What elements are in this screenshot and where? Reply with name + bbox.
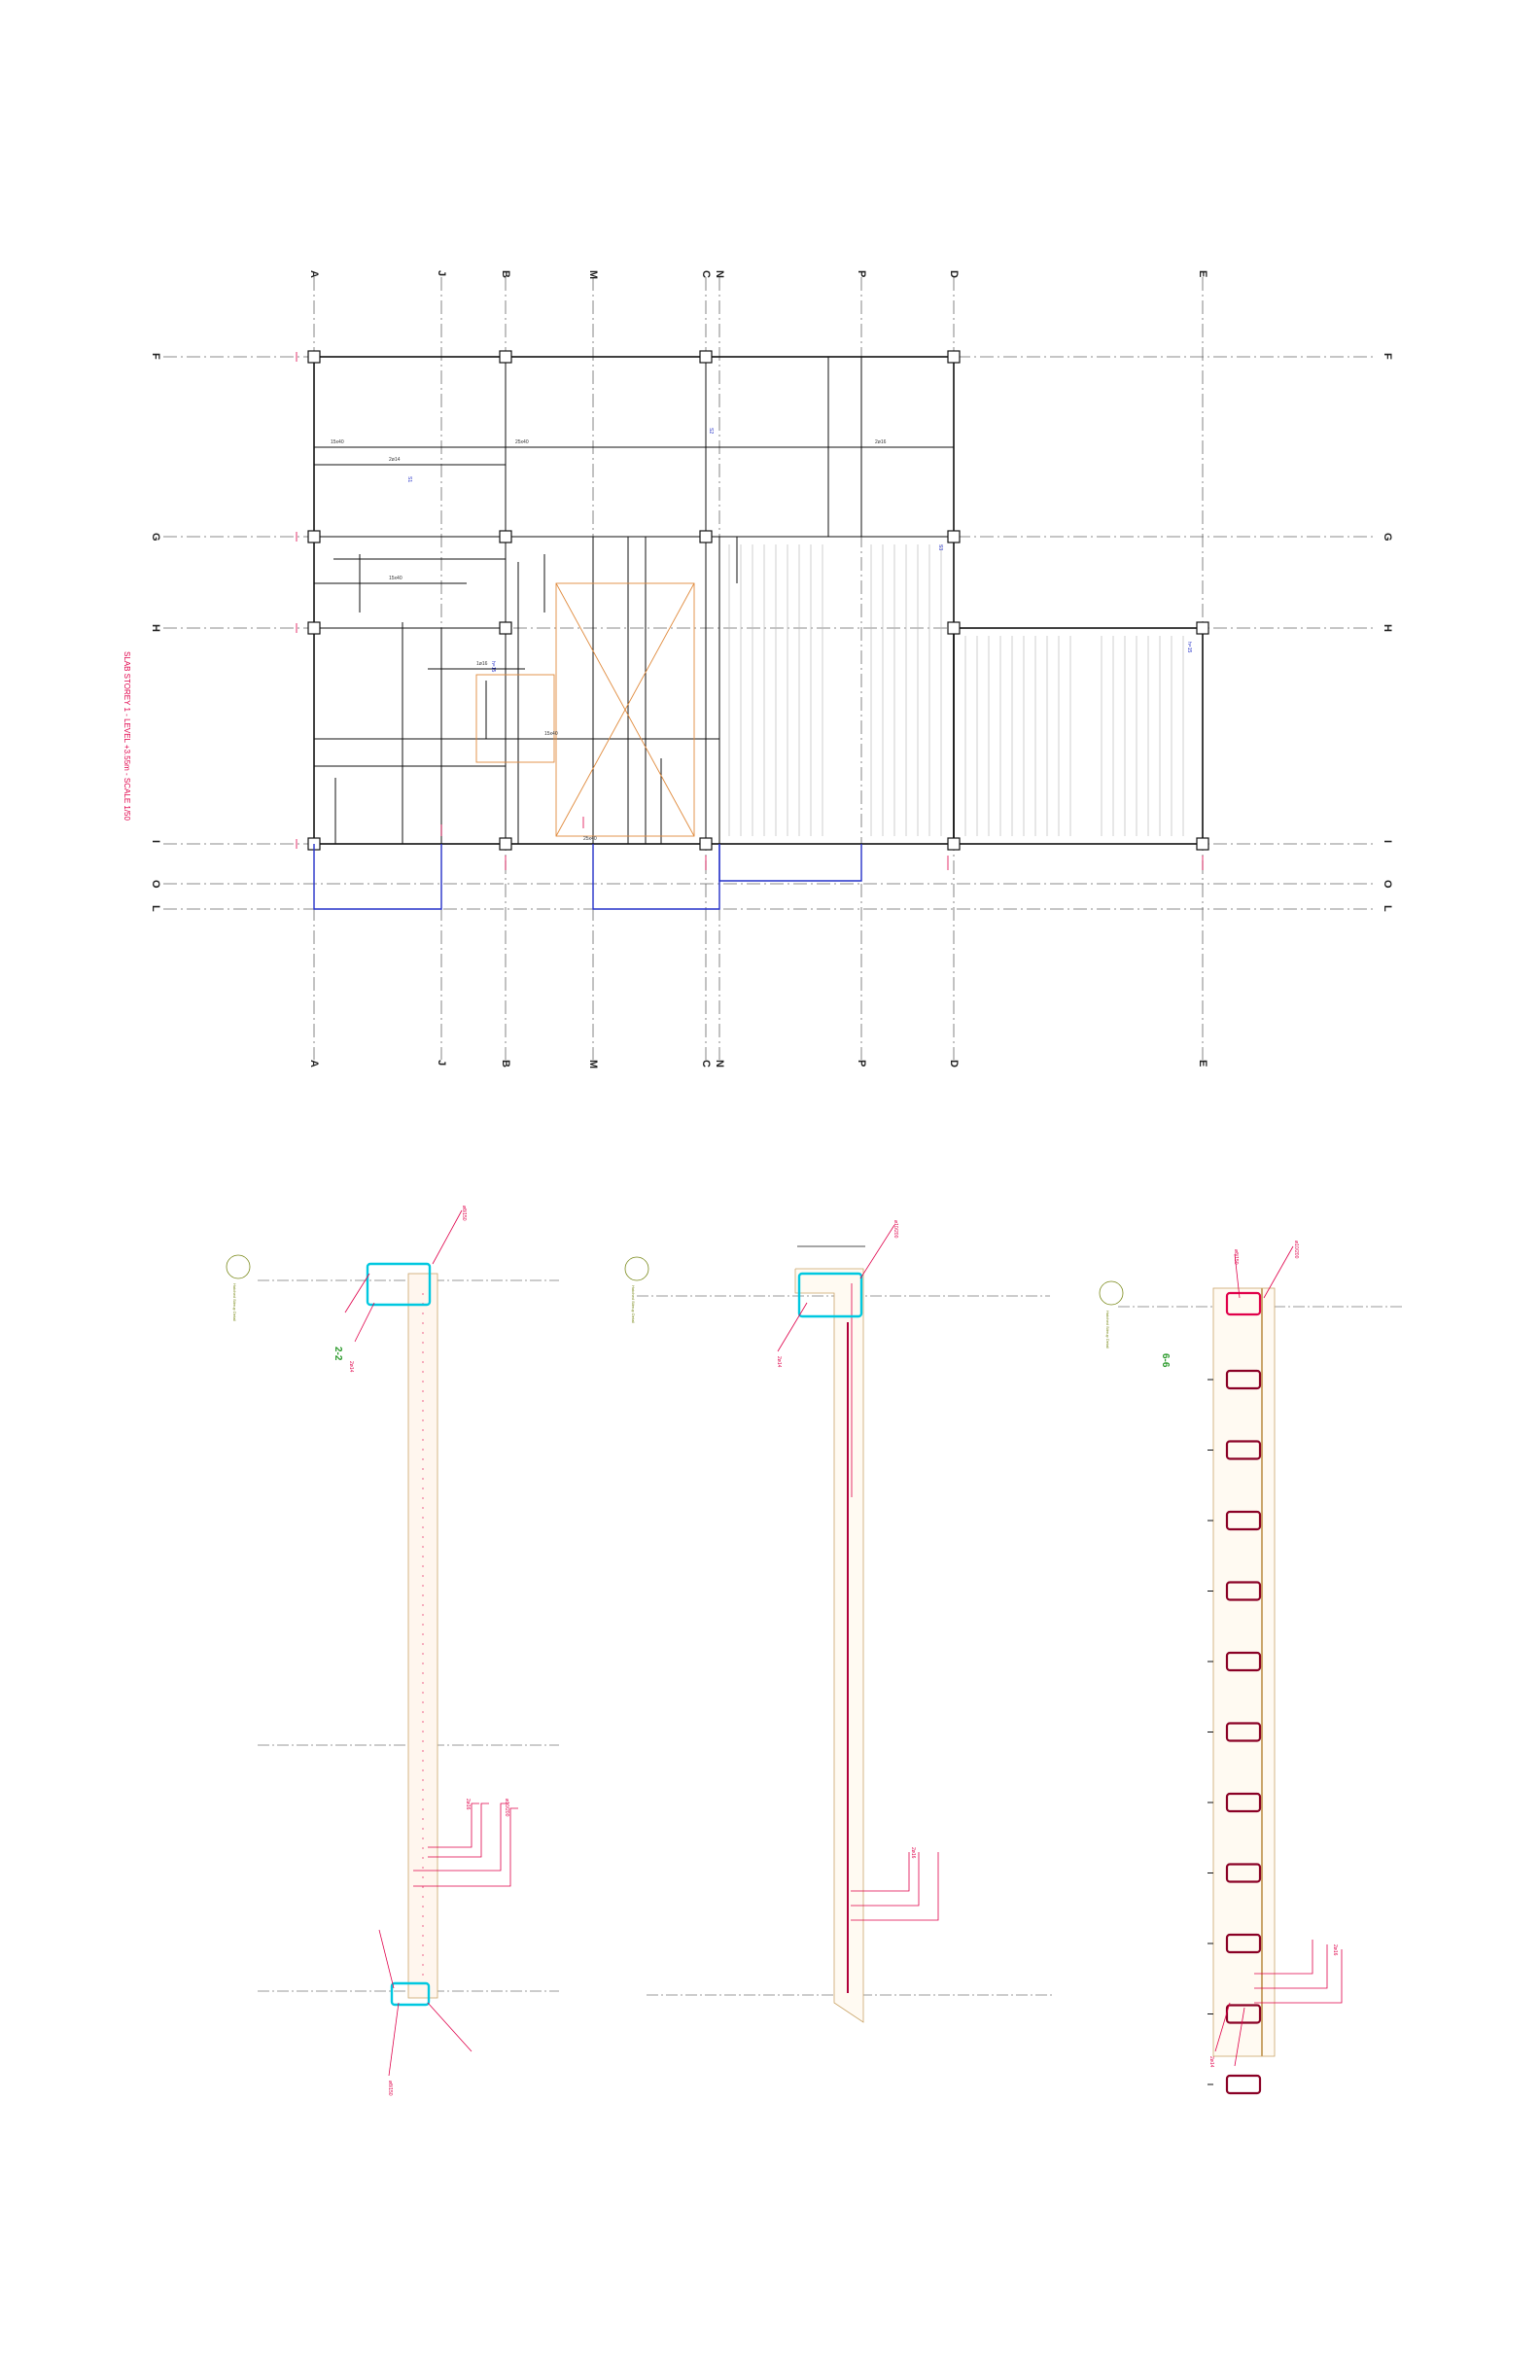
beam-tag: 2ø16: [875, 439, 887, 445]
rib-stirrup: [1225, 1440, 1262, 1460]
axis-label-right: O: [1382, 880, 1393, 889]
axis-label-top: E: [1197, 270, 1208, 277]
void-diagonals: [475, 582, 695, 837]
left-axis-labels: F G H I O L: [150, 353, 161, 912]
axis-label-top: M: [587, 270, 599, 279]
section-label: 2-2: [332, 1347, 343, 1361]
axis-label-left: F: [150, 353, 161, 360]
axis-label-left: O: [150, 880, 161, 889]
axis-label-bottom: J: [436, 1060, 447, 1066]
axis-label-right: H: [1382, 624, 1393, 632]
axis-label-top: A: [308, 270, 320, 278]
axis-label-left: I: [150, 840, 161, 843]
rebar-tag: ø10/200: [892, 1220, 898, 1239]
axis-label-bottom: C: [700, 1060, 712, 1068]
slab-edge-outline: [313, 844, 862, 910]
axis-label-bottom: P: [856, 1060, 867, 1067]
axis-label-left: G: [150, 533, 161, 542]
slab-tag: h=15: [490, 661, 496, 672]
rebar-tag: 2ø14: [1208, 2056, 1214, 2068]
axis-label-left: L: [150, 905, 161, 912]
rib-stirrup: [1225, 1291, 1262, 1316]
axis-label-top: C: [700, 270, 712, 278]
axis-label-bottom: A: [308, 1060, 320, 1068]
rib-stirrup: [1225, 1510, 1262, 1531]
rebar-tag: ø10/200: [1293, 1241, 1299, 1259]
plan-columns: [307, 350, 1209, 851]
section-2-2: ø8/150 2ø14 2ø16 ø10/200 ø8/150 Hatched …: [226, 1206, 559, 2096]
beam-tag: 1ø16: [476, 661, 488, 667]
axis-label-bottom: D: [948, 1060, 960, 1068]
rebar-tag: 2ø14: [776, 1356, 782, 1368]
section-note: Hatched Stirrup Detail: [232, 1283, 237, 1321]
rib-stirrup: [1225, 1722, 1262, 1742]
plan-outline: [313, 356, 1204, 845]
slab-tag: S2: [708, 428, 714, 434]
axis-label-left: H: [150, 624, 161, 632]
rib-stirrup: [1225, 2074, 1262, 2095]
rib-stirrup: [1225, 1651, 1262, 1672]
axis-label-bottom: N: [714, 1060, 725, 1068]
rib-stirrup: [1225, 1369, 1262, 1390]
rib-stirrups: [1208, 1291, 1262, 2095]
rebar-tag: ø8/150: [461, 1206, 467, 1221]
axis-label-bottom: E: [1197, 1060, 1208, 1067]
plan-red-markers: [296, 352, 1204, 870]
section-note: Hatched Stirrup Detail: [1105, 1311, 1110, 1348]
rib-stirrup: [1225, 1792, 1262, 1813]
axis-label-right: L: [1382, 905, 1393, 912]
axis-label-top: P: [856, 270, 867, 277]
bottom-axis-labels: A J B M C N P D E: [308, 1060, 1208, 1068]
beam-tag: 15x40: [331, 439, 344, 445]
axis-label-top: B: [500, 270, 511, 278]
beam-tag: 15x40: [389, 576, 402, 581]
beam-tag: 15x40: [544, 731, 558, 737]
axis-label-right: G: [1382, 533, 1393, 542]
axis-label-top: D: [948, 270, 960, 278]
axis-label-right: I: [1382, 840, 1393, 843]
rebar-tag: 2ø16: [1332, 1944, 1338, 1956]
axis-label-top: J: [436, 270, 447, 276]
axis-label-bottom: M: [587, 1060, 599, 1068]
slab-tag: S1: [406, 476, 412, 482]
slab-tag: h=15: [1186, 642, 1192, 652]
rib-stirrup: [1225, 1933, 1262, 1954]
slab-tag: S3: [937, 544, 943, 550]
beam-tag: 25x40: [515, 439, 529, 445]
rebar-tag: 2ø16: [465, 1799, 471, 1810]
right-axis-labels: F G H I O L: [1382, 353, 1393, 912]
plan-tags: 15x40 2ø14 25x40 2ø16 15x40 1ø16 15x40 2…: [331, 428, 1192, 842]
rib-stirrup: [1225, 1863, 1262, 1883]
section-label: 6-6: [1160, 1353, 1171, 1368]
plan-axis-grid: [163, 277, 1376, 1060]
rib-slab-hatch: [728, 544, 1184, 836]
section-6-6: ø8/150 ø10/200 2ø16 2ø14 Hatched Stirrup…: [1099, 1241, 1405, 2095]
axis-label-bottom: B: [500, 1060, 511, 1068]
rebar-tag: ø8/150: [1233, 1249, 1239, 1265]
rebar-tag: ø8/150: [387, 2081, 393, 2096]
section-middle: ø10/200 2ø14 2ø16 Hatched Stirrup Detail: [624, 1220, 1055, 2023]
section-note: Hatched Stirrup Detail: [631, 1285, 636, 1323]
rebar-tag: ø10/200: [504, 1799, 509, 1817]
axis-label-top: N: [714, 270, 725, 278]
rebar-tag: 2ø14: [348, 1361, 354, 1373]
rib-stirrup: [1225, 2004, 1262, 2024]
plan-title: SLAB STOREY 1 - LEVEL +3.55m - SCALE 1/5…: [122, 651, 131, 821]
plan-secondary-beams: [314, 357, 954, 844]
top-axis-labels: A J B M C N P D E: [308, 270, 1208, 279]
beam-tag: 2ø14: [389, 457, 401, 463]
rib-stirrup: [1225, 1581, 1262, 1601]
axis-label-right: F: [1382, 353, 1393, 360]
beam-tag: 25x40: [583, 836, 597, 842]
rebar-tag: 2ø16: [910, 1847, 916, 1859]
